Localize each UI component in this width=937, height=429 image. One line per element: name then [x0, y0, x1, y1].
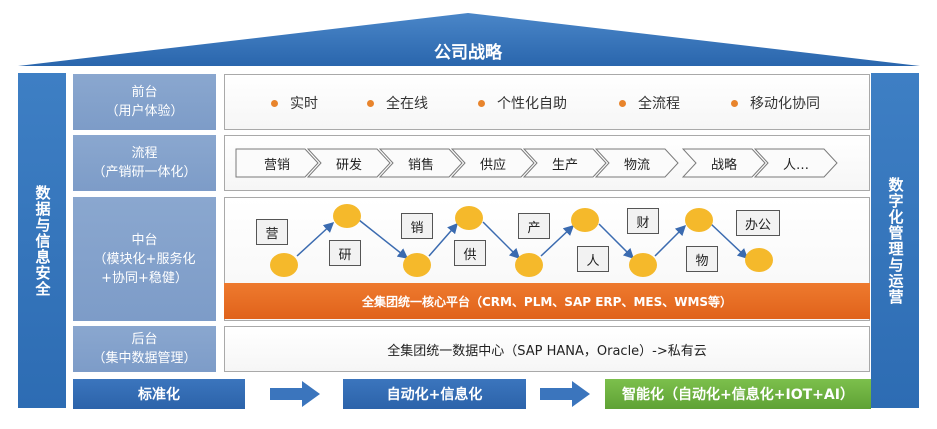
bullet-dot-icon: [731, 99, 738, 107]
process-layer-panel: 营销 研发 销售 供应 生产 物流 战略 人…: [224, 135, 870, 191]
front-layer-label: 前台 （用户体验）: [73, 74, 216, 130]
flow-node-circle: [455, 206, 483, 230]
back-layer-label: 后台 （集中数据管理）: [73, 326, 216, 372]
front-layer-title: 前台: [131, 85, 158, 100]
module-tag: 物: [686, 246, 718, 272]
right-arrow-icon: [270, 381, 320, 407]
flow-node-circle: [571, 208, 599, 232]
back-layer-subtitle: （集中数据管理）: [92, 351, 197, 366]
process-layer-label: 流程 （产销研一体化）: [73, 135, 216, 191]
module-tag: 销: [401, 213, 433, 239]
module-tag: 财: [627, 208, 659, 234]
process-layer-subtitle: （产销研一体化）: [92, 165, 197, 180]
module-tag: 研: [329, 240, 361, 266]
roof: [18, 13, 920, 66]
front-item: 全流程: [619, 93, 680, 113]
front-item: 移动化协同: [731, 93, 820, 113]
process-step: 研发: [307, 148, 391, 178]
flow-node-circle: [403, 253, 431, 277]
front-item: 个性化自助: [478, 93, 567, 113]
data-center-text: 全集团统一数据中心（SAP HANA，Oracle）->私有云: [387, 343, 707, 359]
process-step: 生产: [523, 148, 607, 178]
module-tag: 办公: [736, 210, 780, 236]
left-pillar-label: 数据与信息安全: [33, 184, 52, 297]
stage-automation: 自动化+信息化: [343, 379, 526, 409]
middle-layer-title: 中台: [131, 232, 158, 248]
flow-node-circle: [629, 253, 657, 277]
process-step: 供应: [451, 148, 535, 178]
flow-node-circle: [270, 253, 298, 277]
flow-node-circle: [515, 253, 543, 277]
module-tag: 营: [256, 219, 288, 245]
process-step: 营销: [235, 148, 319, 178]
module-tag: 供: [454, 240, 486, 266]
bullet-dot-icon: [478, 99, 485, 107]
process-step: 物流: [595, 148, 679, 178]
module-tag: 人: [577, 246, 609, 272]
module-tag: 产: [518, 213, 550, 239]
bullet-dot-icon: [619, 99, 626, 107]
left-pillar: 数据与信息安全: [18, 73, 66, 408]
middle-layer-subtitle-line1: （模块化+服务化: [93, 251, 196, 267]
front-item: 全在线: [367, 93, 428, 113]
process-step: 人…: [754, 148, 838, 178]
right-pillar: 数字化管理与运营: [871, 73, 919, 408]
front-layer-panel: 实时 全在线 个性化自助 全流程 移动化协同: [224, 74, 870, 130]
right-arrow-icon: [540, 381, 590, 407]
flow-node-circle: [685, 208, 713, 232]
stage-standardization: 标准化: [73, 379, 245, 409]
flow-node-circle: [745, 248, 773, 272]
roof-title: 公司战略: [434, 43, 502, 63]
process-step: 销售: [379, 148, 463, 178]
middle-layer-subtitle-line2: +协同+稳健）: [101, 270, 188, 286]
back-layer-panel: 全集团统一数据中心（SAP HANA，Oracle）->私有云: [224, 326, 870, 372]
middle-layer-label: 中台 （模块化+服务化 +协同+稳健）: [73, 197, 216, 321]
bullet-dot-icon: [367, 99, 374, 107]
zigzag-connectors: [296, 219, 749, 260]
right-pillar-label: 数字化管理与运营: [886, 176, 905, 305]
stage-intelligence: 智能化（自动化+信息化+IOT+AI）: [605, 379, 871, 409]
process-chain: 营销 研发 销售 供应 生产 物流 战略 人…: [235, 148, 865, 178]
front-layer-subtitle: （用户体验）: [105, 104, 184, 119]
back-layer-title: 后台: [131, 332, 158, 347]
flow-node-circle: [333, 204, 361, 228]
process-step: 战略: [682, 148, 766, 178]
front-item: 实时: [271, 93, 318, 113]
process-layer-title: 流程: [131, 146, 158, 161]
core-platform-bar: 全集团统一核心平台（CRM、PLM、SAP ERP、MES、WMS等）: [224, 283, 870, 319]
bullet-dot-icon: [271, 99, 278, 107]
